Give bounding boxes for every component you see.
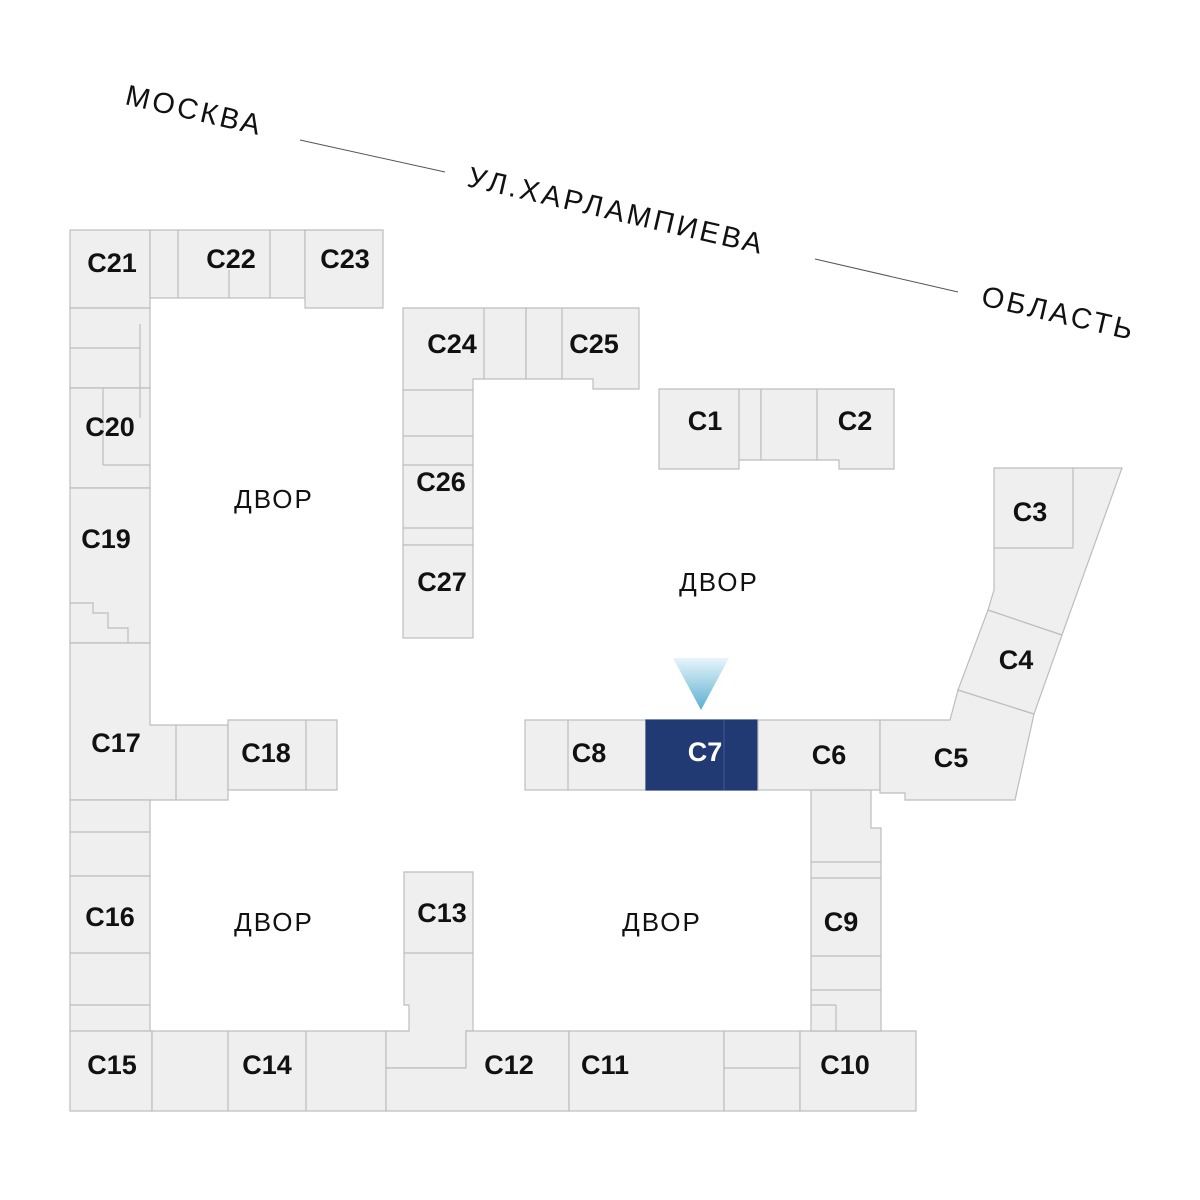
section-c18[interactable]: С18 <box>227 719 338 791</box>
section-c25[interactable]: С25 <box>525 307 640 390</box>
section-c6-label: С6 <box>812 740 847 770</box>
section-c12[interactable]: С12 <box>385 1030 570 1112</box>
street-name-label: УЛ.ХАРЛАМПИЕВА <box>464 162 768 262</box>
section-c8[interactable]: С8 <box>524 719 647 791</box>
section-c1-label: С1 <box>688 406 723 436</box>
section-c21-label: С21 <box>87 248 137 278</box>
yard-label-3: ДВОР <box>234 907 314 937</box>
section-c5-label: С5 <box>934 743 969 773</box>
yard-label-1: ДВОР <box>234 484 314 514</box>
section-c24[interactable]: С24 <box>402 307 527 391</box>
section-c5[interactable]: С5 <box>879 689 1035 801</box>
section-c27-label: С27 <box>417 567 467 597</box>
section-left-connector-2 <box>69 799 151 877</box>
section-c13[interactable]: С13 <box>385 871 474 1069</box>
street-line-1 <box>299 139 446 173</box>
section-c13-label: С13 <box>417 898 467 928</box>
section-c16[interactable]: С16 <box>69 875 151 1032</box>
section-c25-label: С25 <box>569 329 619 359</box>
section-c6[interactable]: С6 <box>757 719 881 791</box>
section-c9-label: С9 <box>824 907 859 937</box>
section-c12-label: С12 <box>484 1050 534 1080</box>
section-c15[interactable]: С15 <box>69 1030 153 1112</box>
section-c10-label: С10 <box>820 1050 870 1080</box>
section-c4[interactable]: С4 <box>957 609 1063 715</box>
section-c2-label: С2 <box>838 406 873 436</box>
triangle-down-icon <box>673 658 729 710</box>
section-c26-label: С26 <box>416 467 466 497</box>
section-c1[interactable]: С1 <box>658 388 762 470</box>
section-c9[interactable]: С9 <box>810 789 882 1032</box>
section-c3[interactable]: С3 <box>987 467 1123 636</box>
section-c2[interactable]: С2 <box>760 388 895 470</box>
street-region-label: ОБЛАСТЬ <box>978 281 1138 348</box>
section-c11[interactable]: С11 <box>568 1030 725 1112</box>
yard-label-4: ДВОР <box>622 907 702 937</box>
yard-label-2: ДВОР <box>679 567 759 597</box>
section-c14[interactable]: С14 <box>151 1030 387 1112</box>
section-c22-label: С22 <box>206 244 256 274</box>
section-c23[interactable]: С23 <box>304 229 384 309</box>
section-c11-label: С11 <box>581 1050 629 1080</box>
section-c10[interactable]: С10 <box>799 1030 917 1112</box>
section-c19-label: С19 <box>81 524 131 554</box>
section-c17-label: С17 <box>91 728 141 758</box>
section-c21[interactable]: С21 <box>69 229 151 309</box>
section-c22[interactable]: С22 <box>149 229 306 299</box>
section-c11-annex <box>723 1030 801 1112</box>
section-c3-label: С3 <box>1013 497 1048 527</box>
section-left-connector-1 <box>69 307 151 389</box>
section-c20[interactable]: С20 <box>69 387 151 489</box>
section-c8-label: С8 <box>572 738 607 768</box>
section-c24-label: С24 <box>427 329 477 359</box>
section-c17[interactable]: С17 <box>69 642 229 801</box>
section-c14-label: С14 <box>242 1050 292 1080</box>
section-c16-label: С16 <box>85 902 135 932</box>
section-c15-label: С15 <box>87 1050 137 1080</box>
section-c23-label: С23 <box>320 244 370 274</box>
section-c26[interactable]: С26 <box>402 389 474 546</box>
section-c27[interactable]: С27 <box>402 544 474 639</box>
street-line-2 <box>814 258 959 293</box>
section-c7-label: С7 <box>688 737 723 767</box>
section-c18-label: С18 <box>241 738 291 768</box>
section-c7[interactable]: С7 <box>645 719 759 791</box>
street-city-label: МОСКВА <box>122 80 266 143</box>
section-c4-label: С4 <box>999 645 1034 675</box>
section-c20-label: С20 <box>85 412 135 442</box>
section-c19[interactable]: С19 <box>69 487 151 644</box>
